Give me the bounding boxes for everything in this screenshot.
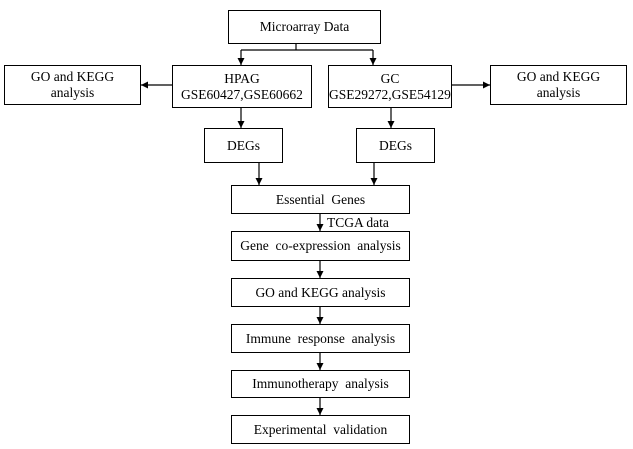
node-microarray-label: Microarray Data [259,19,350,34]
node-hpag-line2: GSE60427,GSE60662 [181,86,303,102]
node-degs-right-label: DEGs [379,137,412,153]
node-degs-right: DEGs [356,128,435,163]
node-gc: GC GSE29272,GSE54129 [328,65,452,108]
node-hpag: HPAG GSE60427,GSE60662 [172,65,312,108]
node-hpag-line1: HPAG [224,70,260,86]
node-degs-left-label: DEGs [227,137,260,153]
node-gc-line1: GC [380,70,400,86]
node-immunotherapy: Immunotherapy analysis [231,370,410,398]
node-gene-coexpression-label: Gene co-expression analysis [240,238,401,253]
node-go-kegg-right: GO and KEGG analysis [490,65,627,105]
node-experimental-validation-label: Experimental validation [253,421,388,437]
node-go-kegg-center: GO and KEGG analysis [231,278,410,307]
node-go-kegg-right-line2: analysis [536,85,581,100]
node-go-kegg-left: GO and KEGG analysis [4,65,141,105]
node-microarray-data: Microarray Data [228,10,381,44]
tcga-data-label: TCGA data [327,215,389,230]
node-go-kegg-center-label: GO and KEGG analysis [255,284,386,300]
node-experimental-validation: Experimental validation [231,415,410,444]
node-degs-left: DEGs [204,128,283,163]
node-immune-response: Immune response analysis [231,324,410,353]
node-gc-line2: GSE29272,GSE54129 [329,86,451,102]
node-immune-response-label: Immune response analysis [245,330,396,346]
node-go-kegg-left-line2: analysis [50,85,95,100]
node-essential-genes-label: Essential Genes [275,191,366,207]
node-go-kegg-right-line1: GO and KEGG [516,69,601,84]
node-essential-genes: Essential Genes [231,185,410,214]
node-immunotherapy-label: Immunotherapy analysis [252,376,389,391]
node-gene-coexpression: Gene co-expression analysis [231,231,410,261]
node-go-kegg-left-line1: GO and KEGG [30,69,115,84]
